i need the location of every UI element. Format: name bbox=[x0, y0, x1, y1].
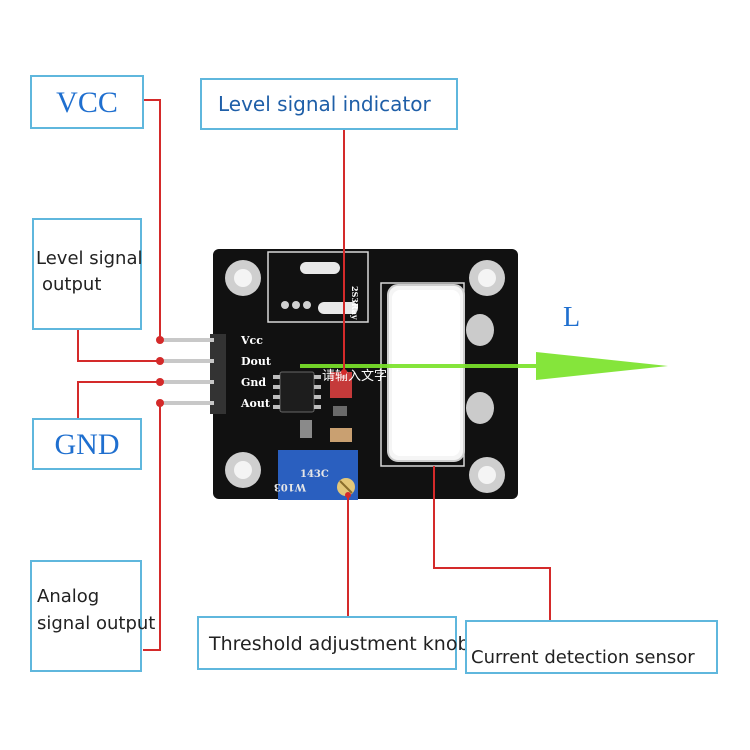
pot-label-top: 143C bbox=[300, 469, 329, 480]
overlay-placeholder-text: 请输入文字 bbox=[322, 368, 387, 384]
pin-label-gnd: Gnd bbox=[241, 376, 266, 389]
callout-vcc: VCC bbox=[30, 75, 144, 129]
callout-gnd: GND bbox=[32, 418, 142, 470]
sensor-slot bbox=[300, 262, 340, 274]
callout-analog-line2: signal output bbox=[37, 613, 156, 634]
callout-level-indicator: Level signal indicator bbox=[200, 78, 458, 130]
mounting-hole-bottom-right bbox=[469, 457, 505, 493]
callout-current-sensor: Current detection sensor bbox=[465, 620, 718, 674]
callout-level-indicator-text: Level signal indicator bbox=[218, 92, 431, 116]
indicator-led bbox=[330, 372, 352, 398]
callout-analog-line1: Analog bbox=[37, 586, 100, 607]
callout-analog-output: Analog signal output bbox=[30, 560, 155, 672]
mounting-hole-top-right bbox=[469, 260, 505, 296]
pin-header bbox=[162, 334, 226, 414]
capacitor bbox=[330, 428, 352, 442]
callout-level-output: Level signal output bbox=[32, 218, 142, 330]
pin-label-aout: Aout bbox=[240, 397, 271, 410]
callout-vcc-text: VCC bbox=[56, 86, 118, 119]
potentiometer: 143C W103 bbox=[274, 450, 358, 500]
pin-label-vcc: Vcc bbox=[240, 334, 263, 347]
callout-level-output-line1: Level signal bbox=[36, 248, 143, 269]
chip-label: 2S3Ray bbox=[350, 286, 360, 320]
pin-label-dout: Dout bbox=[241, 355, 272, 368]
current-direction-arrow bbox=[300, 352, 668, 380]
leader-lines bbox=[77, 99, 551, 651]
callout-gnd-text: GND bbox=[54, 428, 120, 461]
direction-label: L bbox=[563, 302, 581, 333]
callout-level-output-line2: output bbox=[42, 274, 102, 295]
callout-threshold-text: Threshold adjustment knob bbox=[209, 633, 470, 655]
op-amp-chip bbox=[279, 371, 315, 413]
callout-threshold-knob: Threshold adjustment knob bbox=[197, 616, 470, 670]
silkscreen-outline bbox=[267, 251, 369, 323]
mounting-hole-top-left bbox=[225, 260, 261, 296]
callout-sensor-text: Current detection sensor bbox=[471, 647, 695, 668]
pot-label-bottom: W103 bbox=[274, 481, 307, 492]
mounting-hole-bottom-left bbox=[225, 452, 261, 488]
sensor-slot-2 bbox=[318, 302, 358, 314]
leader-dots bbox=[156, 336, 351, 498]
